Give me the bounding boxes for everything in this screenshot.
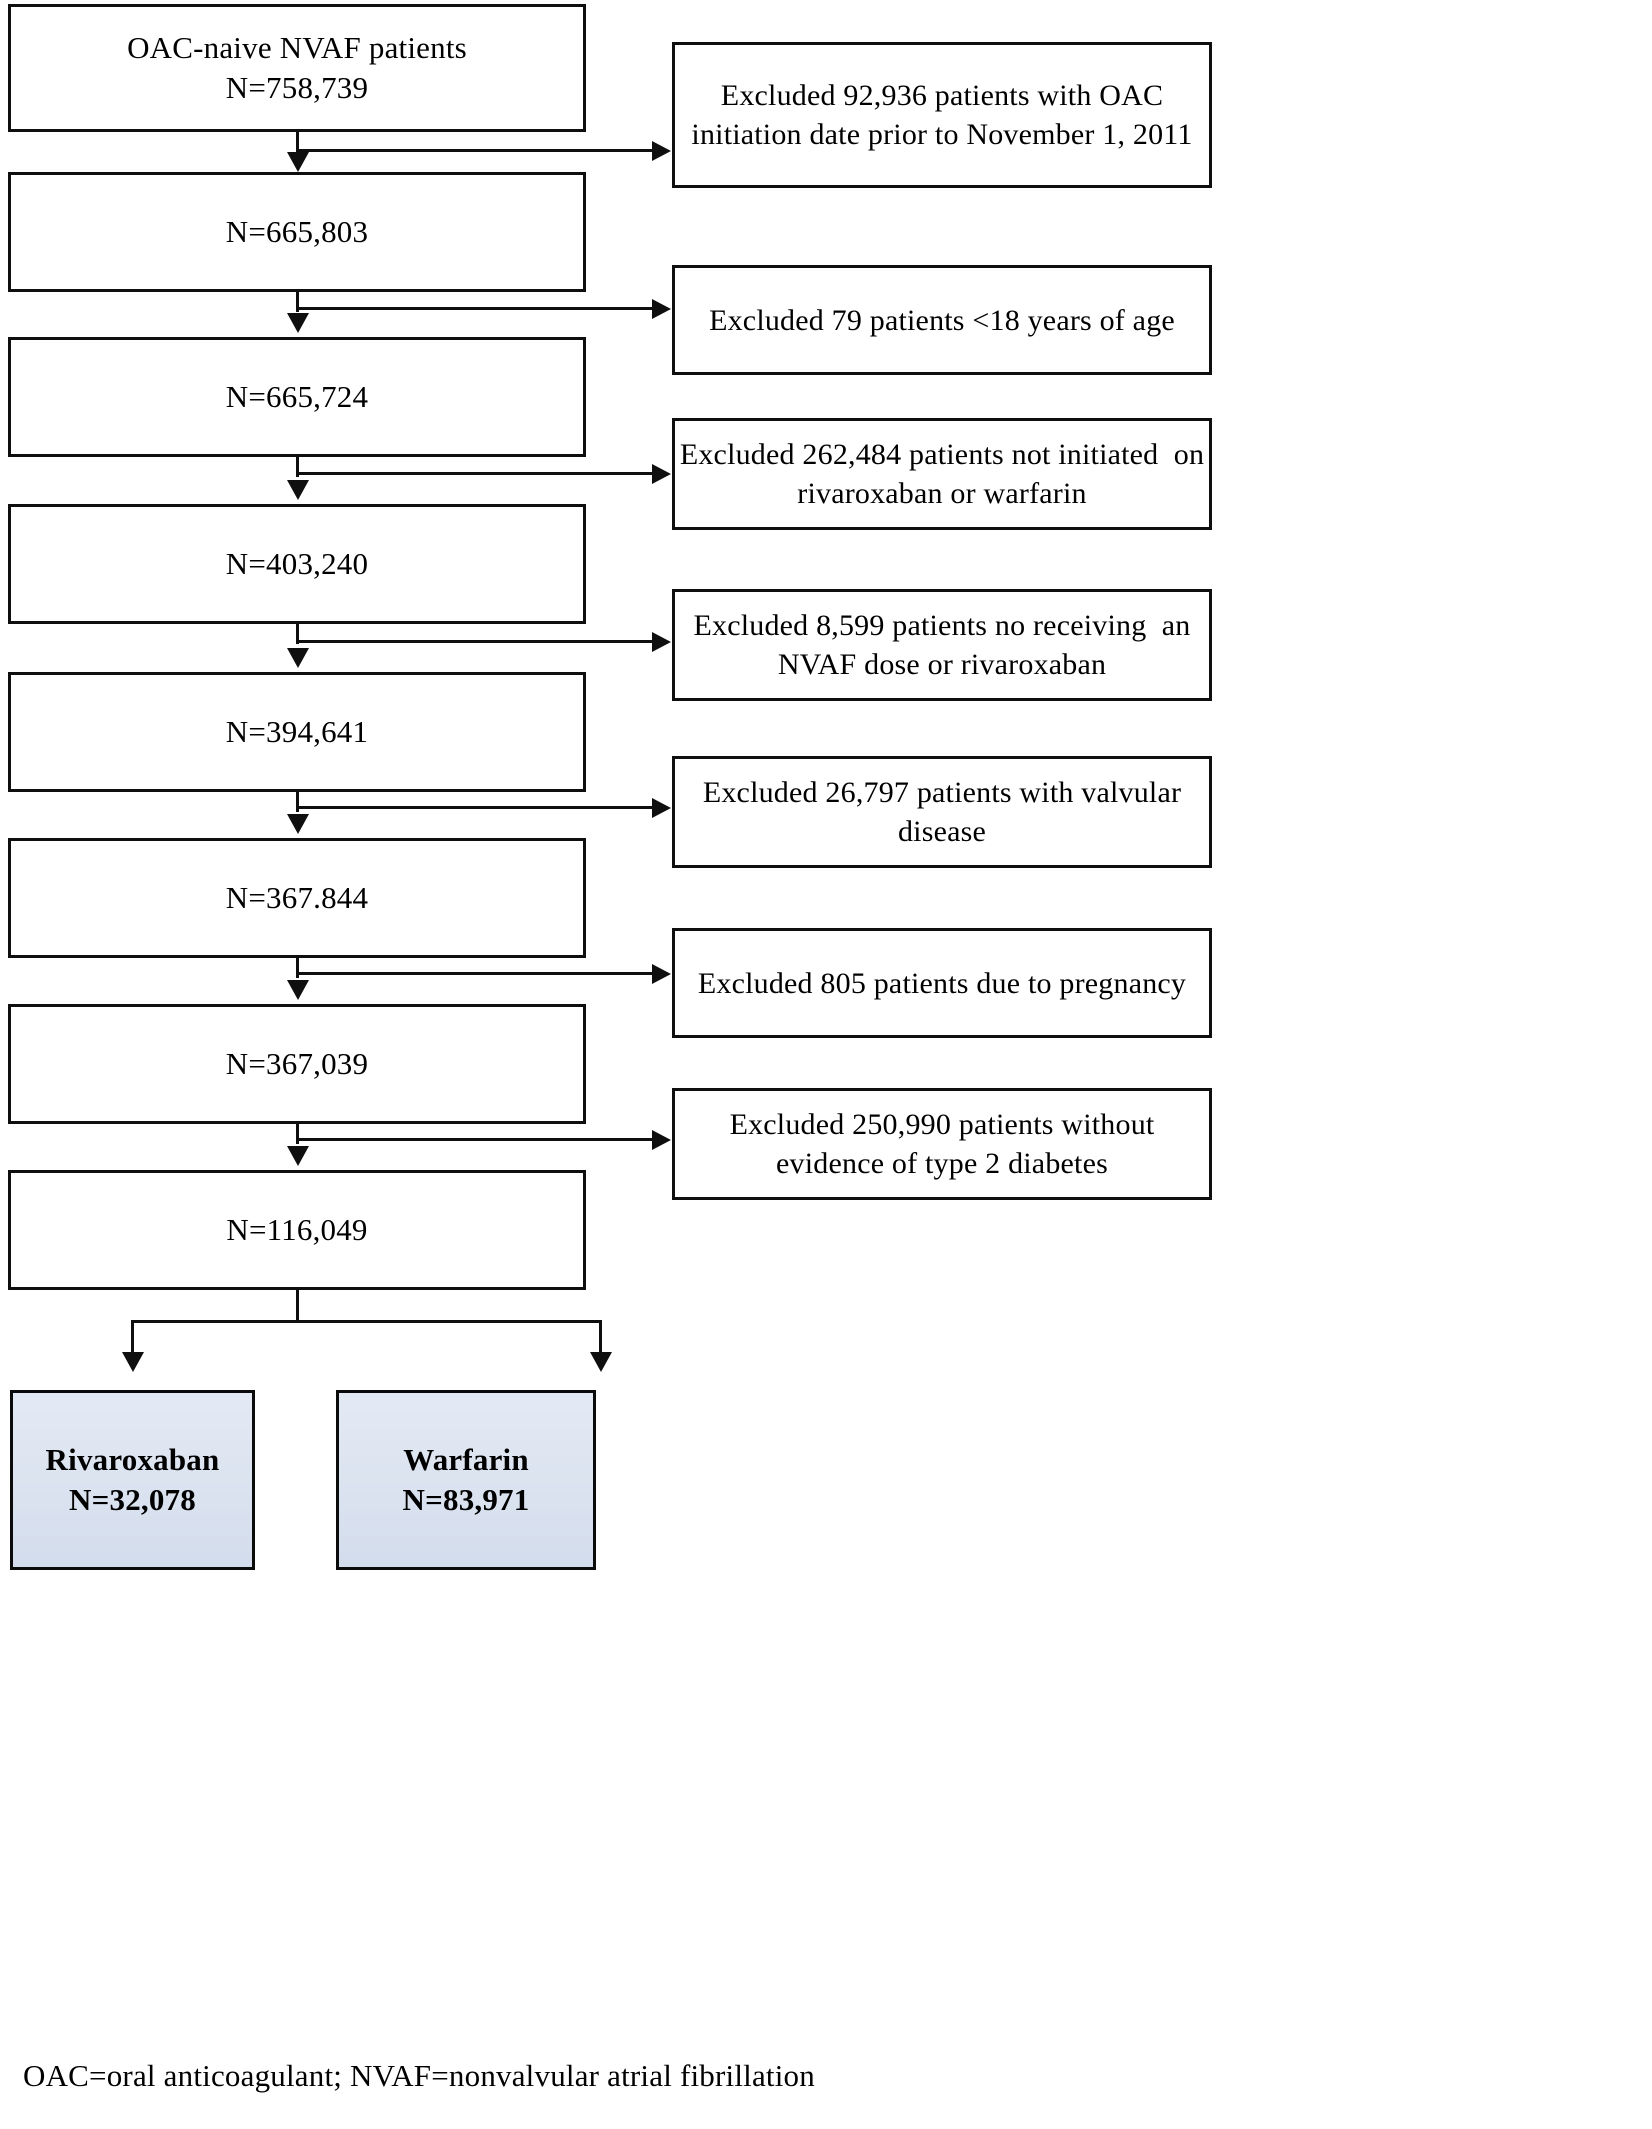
exclusion-line-1: Excluded 26,797 patients with valvular [702, 776, 1182, 809]
connector-branch-5 [296, 806, 654, 809]
flow-box-cohort-initial: OAC-naive NVAF patients N=758,739 [8, 4, 586, 132]
exclusion-box-7: Excluded 250,990 patients without eviden… [672, 1088, 1212, 1200]
connector-arrowhead-right-2 [652, 299, 671, 319]
connector-vertical-3 [296, 457, 299, 477]
flow-box-line-1: OAC-naive NVAF patients [127, 29, 467, 65]
flow-box-cohort-final: N=116,049 [8, 1170, 586, 1290]
connector-branch-7 [296, 1138, 654, 1141]
connector-arrowhead-right-6 [652, 964, 671, 984]
connector-arrowhead-right-5 [652, 798, 671, 818]
exclusion-line-2: disease [897, 815, 987, 848]
arm-box-warfarin: Warfarin N=83,971 [336, 1390, 596, 1570]
connector-arrowhead-right-1 [652, 141, 671, 161]
connector-vertical-1 [296, 132, 299, 152]
flow-box-line-1: N=367.844 [225, 879, 369, 915]
flow-box-line-2: N=758,739 [225, 70, 369, 105]
flow-box-line-1: N=665,724 [225, 378, 369, 414]
flow-box-cohort-step-6: N=367,039 [8, 1004, 586, 1124]
exclusion-line-1: Excluded 92,936 patients with OAC [720, 79, 1164, 112]
exclusion-line-2: initiation date prior to November 1, 201… [691, 118, 1193, 151]
exclusion-box-6: Excluded 805 patients due to pregnancy [672, 928, 1212, 1038]
exclusion-box-3: Excluded 262,484 patients not initiated … [672, 418, 1212, 530]
exclusion-line-1: Excluded 805 patients due to pregnancy [697, 966, 1187, 1000]
connector-arrowhead-down-7 [287, 1146, 309, 1166]
exclusion-line-1: Excluded 8,599 patients no receiving an [693, 609, 1191, 642]
flow-box-cohort-step-4: N=394,641 [8, 672, 586, 792]
connector-branch-1 [296, 149, 654, 152]
connector-vertical-7 [296, 1124, 299, 1144]
arm-count: N=83,971 [402, 1482, 530, 1517]
arm-box-rivaroxaban: Rivaroxaban N=32,078 [10, 1390, 255, 1570]
connector-arrowhead-down-2 [287, 313, 309, 333]
exclusion-line-1: Excluded 262,484 patients not initiated … [679, 438, 1205, 471]
connector-split-right-drop [599, 1320, 602, 1356]
flow-box-cohort-step-3: N=403,240 [8, 504, 586, 624]
connector-split-stem [296, 1290, 299, 1322]
exclusion-box-4: Excluded 8,599 patients no receiving an … [672, 589, 1212, 701]
connector-arrowhead-down-arm-right [590, 1352, 612, 1372]
connector-arrowhead-down-arm-left [122, 1352, 144, 1372]
connector-branch-4 [296, 640, 654, 643]
connector-branch-2 [296, 307, 654, 310]
connector-arrowhead-down-4 [287, 648, 309, 668]
connector-arrowhead-down-1 [287, 152, 309, 172]
flow-box-cohort-step-5: N=367.844 [8, 838, 586, 958]
exclusion-line-2: evidence of type 2 diabetes [776, 1147, 1108, 1180]
flow-box-line-1: N=403,240 [225, 545, 369, 581]
exclusion-line-2: rivaroxaban or warfarin [797, 477, 1087, 510]
connector-split-left-drop [131, 1320, 134, 1356]
connector-vertical-5 [296, 792, 299, 812]
exclusion-box-2: Excluded 79 patients <18 years of age [672, 265, 1212, 375]
exclusion-box-1: Excluded 92,936 patients with OAC initia… [672, 42, 1212, 188]
exclusion-line-2: NVAF dose or rivaroxaban [777, 648, 1107, 681]
connector-branch-6 [296, 972, 654, 975]
connector-vertical-6 [296, 958, 299, 978]
flow-box-line-1: N=367,039 [225, 1045, 369, 1081]
connector-branch-3 [296, 472, 654, 475]
arm-name: Warfarin [403, 1441, 529, 1477]
arm-count: N=32,078 [69, 1482, 196, 1517]
exclusion-line-1: Excluded 79 patients <18 years of age [709, 303, 1175, 337]
connector-vertical-4 [296, 624, 299, 644]
connector-arrowhead-down-3 [287, 480, 309, 500]
arm-name: Rivaroxaban [45, 1441, 220, 1477]
connector-arrowhead-right-7 [652, 1130, 671, 1150]
flow-box-line-1: N=394,641 [225, 713, 369, 749]
flow-box-cohort-step-1: N=665,803 [8, 172, 586, 292]
connector-arrowhead-right-4 [652, 632, 671, 652]
connector-arrowhead-down-5 [287, 814, 309, 834]
exclusion-line-1: Excluded 250,990 patients without [729, 1108, 1155, 1141]
figure-footnote: OAC=oral anticoagulant; NVAF=nonvalvular… [23, 2058, 815, 2093]
connector-split-bar [131, 1320, 602, 1323]
connector-arrowhead-right-3 [652, 464, 671, 484]
flow-box-line-1: N=665,803 [225, 213, 369, 249]
connector-arrowhead-down-6 [287, 980, 309, 1000]
flow-box-line-1: N=116,049 [226, 1211, 368, 1247]
flow-box-cohort-step-2: N=665,724 [8, 337, 586, 457]
exclusion-box-5: Excluded 26,797 patients with valvular d… [672, 756, 1212, 868]
connector-vertical-2 [296, 292, 299, 312]
